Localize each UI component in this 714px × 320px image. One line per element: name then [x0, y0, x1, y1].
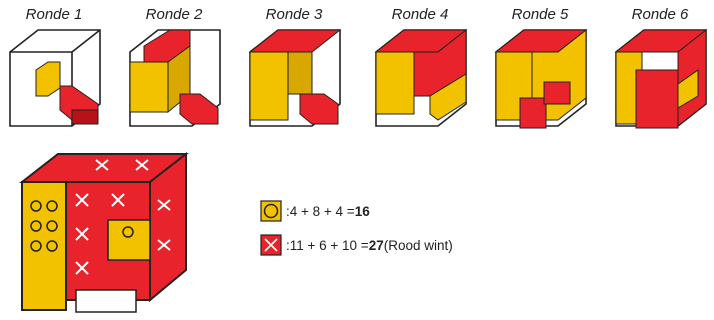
round-title: Ronde 6	[606, 6, 714, 23]
final-cube	[16, 150, 192, 320]
cross-note: (Rood wint)	[384, 238, 453, 253]
legend-circle-row: :4 + 8 + 4 = 16	[260, 200, 370, 222]
round-5-cube	[486, 24, 594, 144]
round-6-cube	[606, 24, 714, 144]
round-3: Ronde 3	[240, 0, 348, 150]
round-4: Ronde 4	[366, 0, 474, 150]
legend-cross-row: :11 + 6 + 10 = 27 (Rood wint)	[260, 234, 453, 256]
round-2-cube	[120, 24, 228, 144]
round-6: Ronde 6	[606, 0, 714, 150]
round-title: Ronde 5	[486, 6, 594, 23]
round-2: Ronde 2	[120, 0, 228, 150]
round-5: Ronde 5	[486, 0, 594, 150]
round-title: Ronde 1	[0, 6, 108, 23]
round-title: Ronde 4	[366, 6, 474, 23]
round-4-cube	[366, 24, 474, 144]
round-1-cube	[0, 24, 108, 144]
circle-symbol-icon	[260, 200, 282, 222]
round-3-cube	[240, 24, 348, 144]
round-title: Ronde 2	[120, 6, 228, 23]
circle-sum: :4 + 8 + 4 =	[286, 204, 355, 219]
round-1: Ronde 1	[0, 0, 108, 150]
circle-total: 16	[355, 204, 370, 219]
cross-symbol-icon	[260, 234, 282, 256]
cross-total: 27	[369, 238, 384, 253]
cross-sum: :11 + 6 + 10 =	[286, 238, 369, 253]
round-title: Ronde 3	[240, 6, 348, 23]
